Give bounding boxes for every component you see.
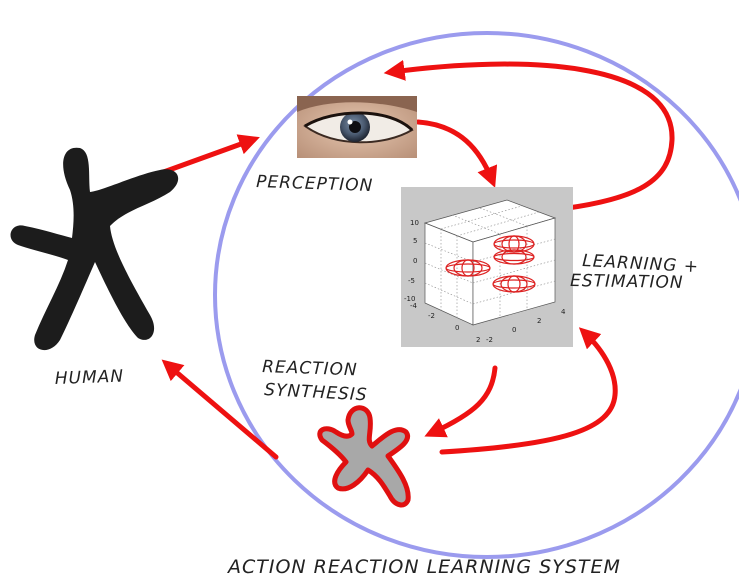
z-tick: -5 [408, 277, 415, 285]
human-stick-figure-icon [10, 147, 179, 351]
reaction-label-line2: SYNTHESIS [264, 380, 368, 405]
x-tick: 2 [537, 317, 541, 325]
system-boundary-circle [213, 31, 739, 559]
reaction-label-line1: REACTION [262, 357, 358, 380]
perception-label: PERCEPTION [256, 172, 374, 196]
ellipsoid-2 [493, 235, 535, 253]
y-tick: 2 [476, 336, 480, 344]
eye-photo-icon [297, 96, 417, 158]
arrow-learning-to-reaction [424, 365, 498, 438]
arrow-perception-to-learning [415, 119, 498, 188]
z-tick: 5 [413, 237, 417, 245]
y-tick: -4 [410, 302, 418, 310]
z-tick: 0 [413, 257, 417, 265]
arrow-learning-feedback-to-perception [383, 59, 675, 213]
reaction-figure-icon [317, 405, 411, 508]
arrow-reaction-to-human [161, 359, 279, 460]
z-tick: -10 [404, 295, 415, 303]
y-tick: -2 [428, 312, 435, 320]
human-label: HUMAN [54, 367, 124, 389]
x-tick: -2 [486, 336, 493, 344]
ellipsoid-1 [445, 259, 491, 277]
system-label: ACTION REACTION LEARNING SYSTEM [226, 556, 621, 578]
z-tick: 10 [410, 219, 419, 227]
x-tick: 0 [512, 326, 516, 334]
ellipsoid-3 [493, 249, 535, 265]
learning-plot: 10 5 0 -5 -10 -4 -2 0 2 -2 0 2 4 [401, 187, 573, 347]
y-tick: 0 [455, 324, 459, 332]
arrow-reaction-to-learning [439, 327, 618, 455]
learning-label-line2: ESTIMATION [570, 271, 684, 293]
x-tick: 4 [561, 308, 566, 316]
ellipsoid-4 [492, 275, 536, 293]
